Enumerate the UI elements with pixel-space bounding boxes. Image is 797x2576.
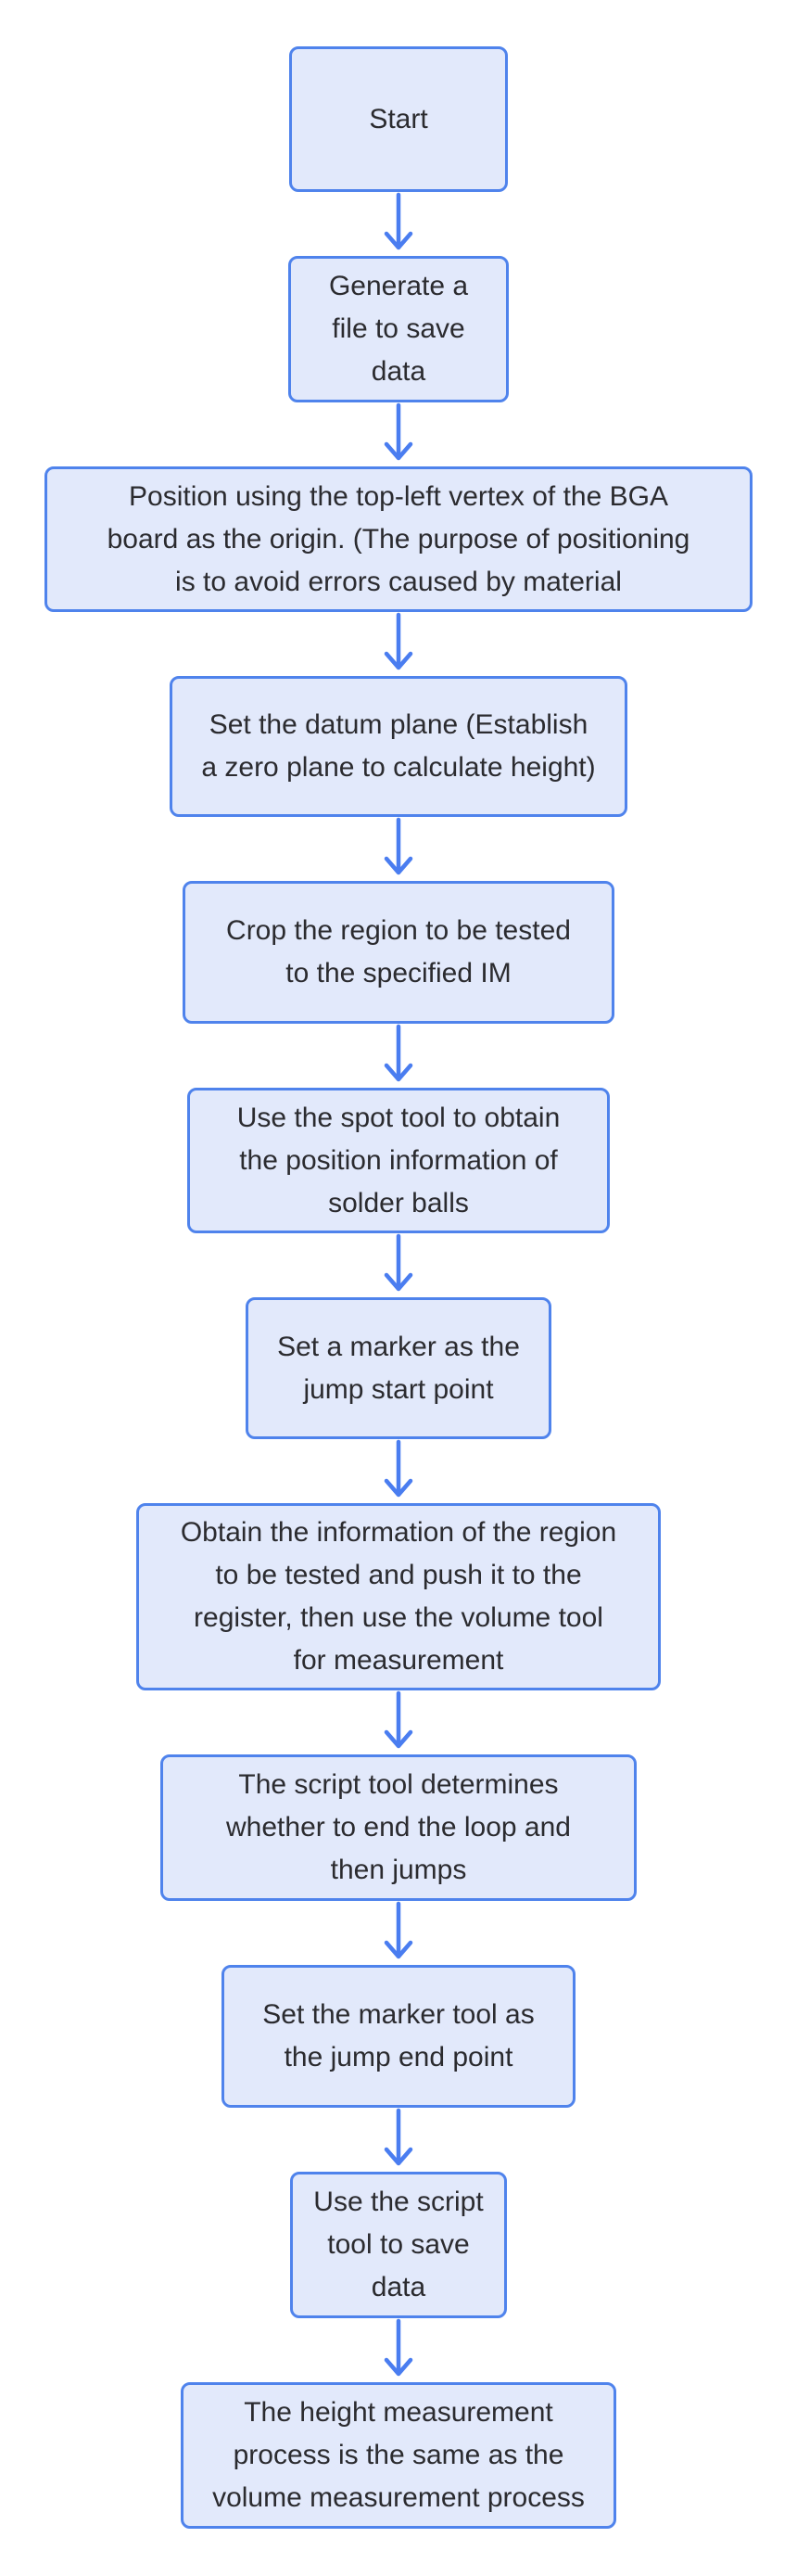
flow-arrow: [382, 1233, 415, 1297]
flow-arrow: [382, 2108, 415, 2172]
flow-node-crop-region: Crop the region to be tested to the spec…: [183, 881, 614, 1024]
flow-arrow: [382, 817, 415, 881]
arrow-down-icon: [384, 1233, 413, 1292]
flow-arrow: [382, 2318, 415, 2382]
arrow-down-icon: [384, 2108, 413, 2166]
flow-node-height-note: The height measurement process is the sa…: [181, 2382, 616, 2529]
flow-arrow: [382, 192, 415, 256]
flow-node-script-save-data: Use the script tool to save data: [290, 2172, 507, 2318]
arrow-down-icon: [384, 2318, 413, 2377]
flow-node-set-datum-plane: Set the datum plane (Establish a zero pl…: [170, 676, 627, 817]
arrow-down-icon: [384, 192, 413, 250]
flow-arrow: [382, 1690, 415, 1754]
flow-node-spot-tool: Use the spot tool to obtain the position…: [187, 1088, 610, 1233]
flow-arrow: [382, 1024, 415, 1088]
flow-node-start: Start: [289, 46, 508, 192]
flow-node-generate-file: Generate a file to save data: [288, 256, 509, 402]
flow-node-script-loop-check: The script tool determines whether to en…: [160, 1754, 637, 1901]
flow-node-volume-measurement: Obtain the information of the region to …: [136, 1503, 661, 1690]
flow-node-position-origin: Position using the top-left vertex of th…: [44, 466, 753, 612]
flow-arrow: [382, 1439, 415, 1503]
arrow-down-icon: [384, 402, 413, 461]
flow-node-marker-jump-end: Set the marker tool as the jump end poin…: [221, 1965, 576, 2108]
flow-arrow: [382, 1901, 415, 1965]
arrow-down-icon: [384, 1439, 413, 1498]
flow-node-marker-jump-start: Set a marker as the jump start point: [246, 1297, 551, 1439]
arrow-down-icon: [384, 1024, 413, 1082]
arrow-down-icon: [384, 817, 413, 875]
arrow-down-icon: [384, 1690, 413, 1749]
flow-arrow: [382, 612, 415, 676]
arrow-down-icon: [384, 1901, 413, 1959]
arrow-down-icon: [384, 612, 413, 670]
flow-arrow: [382, 402, 415, 466]
